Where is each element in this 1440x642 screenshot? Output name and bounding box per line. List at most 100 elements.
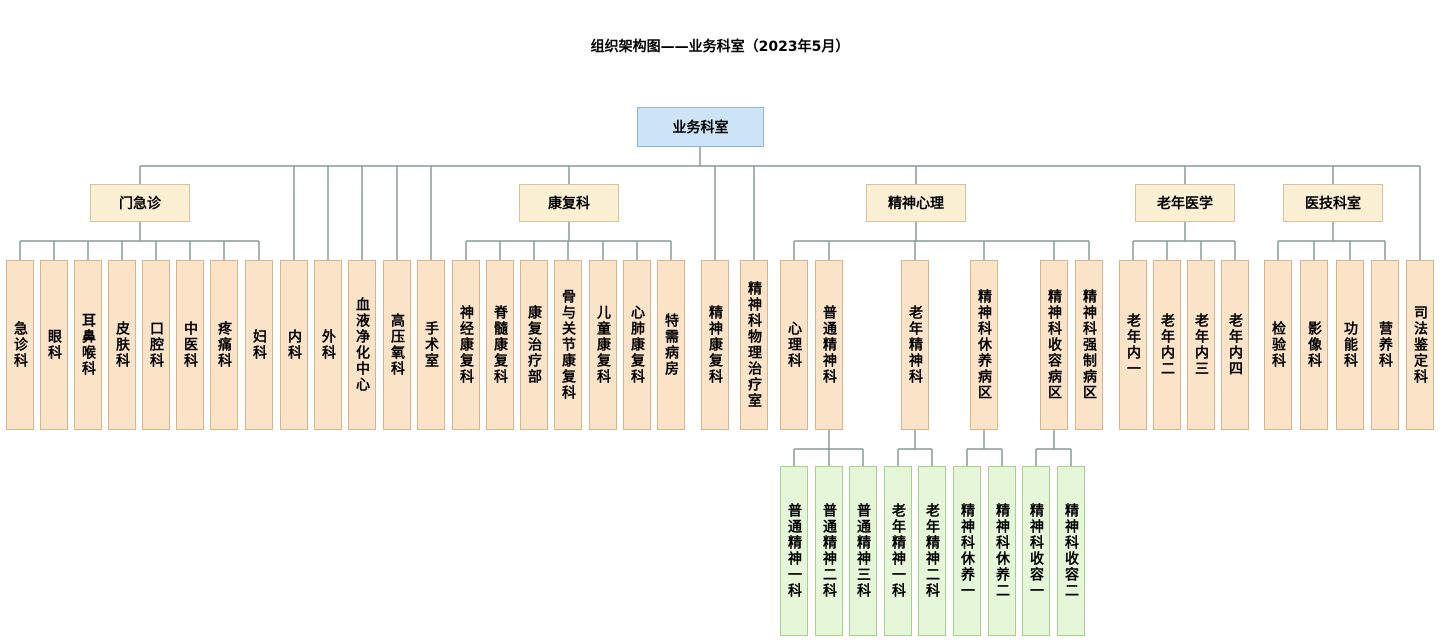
node-label: 老年内三: [1193, 313, 1209, 377]
node-label: 神经康复科: [458, 305, 474, 385]
node-label: 眼科: [46, 329, 62, 361]
node-label: 老年精神科: [907, 305, 923, 385]
node-label: 精神心理: [888, 196, 944, 212]
group-laonian[interactable]: 老年医学: [1135, 184, 1235, 222]
node-label: 脊髓康复科: [492, 305, 508, 385]
node-label: 骨与关节康复科: [560, 289, 576, 401]
node-label: 营养科: [1377, 321, 1393, 369]
unit-texu[interactable]: 特需病房: [657, 260, 685, 430]
unit-fuke[interactable]: 妇科: [245, 260, 273, 430]
node-label: 疼痛科: [216, 321, 232, 369]
node-label: 特需病房: [663, 313, 679, 377]
node-label: 老年内一: [1125, 313, 1141, 377]
unit-jizhenke[interactable]: 急诊科: [6, 260, 34, 430]
group-menjizhen[interactable]: 门急诊: [90, 184, 190, 222]
node-label: 耳鼻喉科: [80, 313, 96, 377]
unit-erbihouke[interactable]: 耳鼻喉科: [74, 260, 102, 430]
unit-jingshen-wl[interactable]: 精神科物理治疗室: [740, 260, 768, 430]
node-label: 精神康复科: [707, 305, 723, 385]
node-label: 普通精神一科: [786, 503, 802, 599]
node-label: 业务科室: [672, 120, 729, 136]
node-label: 内科: [286, 329, 302, 361]
unit-laonian3[interactable]: 老年内三: [1187, 260, 1215, 430]
unit-shourong-bq[interactable]: 精神科收容病区: [1040, 260, 1068, 430]
unit-gaoya[interactable]: 高压氧科: [383, 260, 411, 430]
node-label: 老年医学: [1157, 196, 1213, 212]
unit-sifa[interactable]: 司法鉴定科: [1406, 260, 1434, 430]
node-label: 妇科: [251, 329, 267, 361]
subunit-laonianjs1[interactable]: 老年精神一科: [884, 466, 912, 636]
chart-title: 组织架构图——业务科室（2023年5月）: [590, 39, 850, 55]
subunit-xiuyang1[interactable]: 精神科休养一: [953, 466, 981, 636]
unit-tengtongke[interactable]: 疼痛科: [210, 260, 238, 430]
node-label: 普通精神三科: [855, 503, 871, 599]
unit-jisui-kf[interactable]: 脊髓康复科: [486, 260, 514, 430]
subunit-putong2[interactable]: 普通精神二科: [815, 466, 843, 636]
unit-putong-js[interactable]: 普通精神科: [815, 260, 843, 430]
unit-gongneng[interactable]: 功能科: [1336, 260, 1364, 430]
node-label: 手术室: [423, 321, 439, 369]
unit-xueye[interactable]: 血液净化中心: [348, 260, 376, 430]
node-label: 精神科物理治疗室: [746, 281, 762, 409]
unit-xinli[interactable]: 心理科: [780, 260, 808, 430]
node-label: 普通精神二科: [821, 503, 837, 599]
root-node[interactable]: 业务科室: [637, 107, 764, 147]
node-label: 康复治疗部: [526, 305, 542, 385]
unit-kangfu-zl[interactable]: 康复治疗部: [520, 260, 548, 430]
node-label: 老年精神一科: [890, 503, 906, 599]
subunit-xiuyang2[interactable]: 精神科休养二: [988, 466, 1016, 636]
node-label: 司法鉴定科: [1412, 305, 1428, 385]
unit-laonian4[interactable]: 老年内四: [1221, 260, 1249, 430]
node-label: 急诊科: [12, 321, 28, 369]
unit-jianyan[interactable]: 检验科: [1264, 260, 1292, 430]
unit-shoushu[interactable]: 手术室: [417, 260, 445, 430]
node-label: 康复科: [548, 196, 590, 212]
unit-laonian-js[interactable]: 老年精神科: [901, 260, 929, 430]
subunit-shourong2[interactable]: 精神科收容二: [1057, 466, 1085, 636]
node-label: 老年内二: [1159, 313, 1175, 377]
unit-xinfei-kf[interactable]: 心肺康复科: [623, 260, 651, 430]
subunit-putong3[interactable]: 普通精神三科: [849, 466, 877, 636]
unit-zhongyike[interactable]: 中医科: [176, 260, 204, 430]
unit-jingshen-kf[interactable]: 精神康复科: [701, 260, 729, 430]
group-yiji[interactable]: 医技科室: [1283, 184, 1383, 222]
node-label: 心肺康复科: [629, 305, 645, 385]
node-label: 精神科休养病区: [976, 289, 992, 401]
node-label: 精神科休养一: [959, 503, 975, 599]
subunit-laonianjs2[interactable]: 老年精神二科: [918, 466, 946, 636]
node-label: 精神科强制病区: [1081, 289, 1097, 401]
unit-laonian2[interactable]: 老年内二: [1153, 260, 1181, 430]
node-label: 检验科: [1270, 321, 1286, 369]
group-jingshen[interactable]: 精神心理: [866, 184, 966, 222]
node-label: 精神科收容二: [1063, 503, 1079, 599]
node-label: 普通精神科: [821, 305, 837, 385]
unit-fufuke[interactable]: 皮肤科: [108, 260, 136, 430]
unit-yanke[interactable]: 眼科: [40, 260, 68, 430]
node-label: 高压氧科: [389, 313, 405, 377]
node-label: 门急诊: [119, 196, 161, 212]
unit-qiangzhi-bq[interactable]: 精神科强制病区: [1075, 260, 1103, 430]
unit-laonian1[interactable]: 老年内一: [1119, 260, 1147, 430]
node-label: 儿童康复科: [595, 305, 611, 385]
subunit-shourong1[interactable]: 精神科收容一: [1022, 466, 1050, 636]
unit-waike[interactable]: 外科: [314, 260, 342, 430]
node-label: 心理科: [786, 321, 802, 369]
unit-kouqiangke[interactable]: 口腔科: [142, 260, 170, 430]
unit-xiuyang-bq[interactable]: 精神科休养病区: [970, 260, 998, 430]
node-label: 外科: [320, 329, 336, 361]
node-label: 老年内四: [1227, 313, 1243, 377]
unit-yingxiang[interactable]: 影像科: [1300, 260, 1328, 430]
unit-neike[interactable]: 内科: [280, 260, 308, 430]
node-label: 精神科收容一: [1028, 503, 1044, 599]
subunit-putong1[interactable]: 普通精神一科: [780, 466, 808, 636]
node-label: 精神科收容病区: [1046, 289, 1062, 401]
node-label: 皮肤科: [114, 321, 130, 369]
unit-ertong-kf[interactable]: 儿童康复科: [589, 260, 617, 430]
unit-yingyang[interactable]: 营养科: [1371, 260, 1399, 430]
group-kangfu[interactable]: 康复科: [519, 184, 619, 222]
unit-guyuguanjie[interactable]: 骨与关节康复科: [554, 260, 582, 430]
unit-shenjing-kf[interactable]: 神经康复科: [452, 260, 480, 430]
node-label: 中医科: [182, 321, 198, 369]
